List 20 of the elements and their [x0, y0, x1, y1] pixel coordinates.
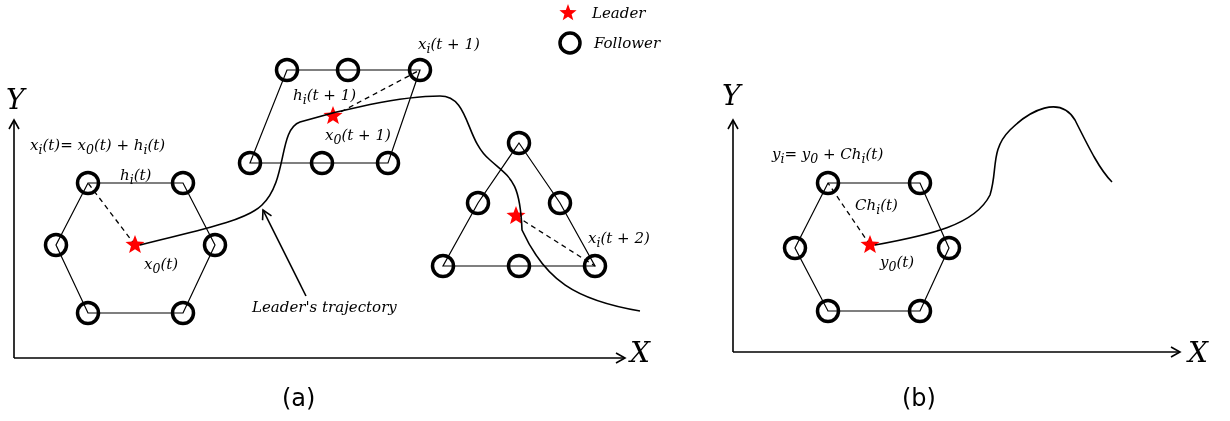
position-label: x$_{i}$(t + 2)	[588, 229, 650, 252]
axis-label: Y	[722, 80, 741, 112]
panel-label: (a)	[282, 384, 316, 412]
legend-label: Follower	[594, 34, 661, 52]
formula-label: x$_{i}$(t)= x$_{0}$(t) + h$_{i}$(t)	[30, 136, 166, 159]
legend-label: Leader	[592, 4, 646, 22]
axis-label: X	[1188, 337, 1208, 369]
trajectory-label: Leader's trajectory	[252, 298, 397, 316]
offset-label: h$_{i}$(t + 1)	[293, 86, 357, 109]
position-label: x$_{0}$(t + 1)	[325, 126, 391, 149]
position-label: x$_{i}$(t + 1)	[418, 35, 480, 58]
axis-label: X	[630, 337, 650, 369]
axis-label: Y	[6, 84, 25, 116]
formula-label: y$_{i}$= y$_{0}$ + Ch$_{i}$(t)	[772, 145, 884, 168]
position-label: x$_{0}$(t)	[144, 255, 179, 278]
panel-label: (b)	[902, 384, 936, 412]
leader-arrow	[261, 209, 307, 297]
offset-label: Ch$_{i}$(t)	[855, 196, 898, 219]
position-label: y$_{0}$(t)	[880, 253, 915, 276]
offset-label: h$_{i}$(t)	[120, 166, 152, 189]
